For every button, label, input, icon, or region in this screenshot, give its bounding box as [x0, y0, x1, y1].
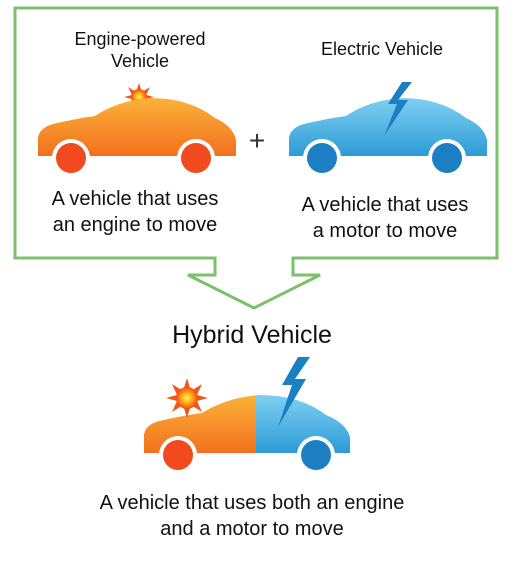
engine-vehicle-title-line2: Vehicle [110, 51, 170, 71]
electric-vehicle-title: Electric Vehicle [320, 39, 444, 59]
engine-spark-icon [166, 378, 208, 418]
hybrid-desc-line1: A vehicle that uses both an engine [99, 492, 405, 514]
engine-vehicle-description: A vehicle that uses an engine to move [10, 186, 260, 238]
hybrid-vehicle-description: A vehicle that uses both an engine and a… [0, 490, 504, 542]
hybrid-car-icon [144, 357, 350, 474]
electric-car-icon [289, 82, 487, 177]
plus-sign: + [248, 125, 266, 156]
hybrid-vehicle-title: Hybrid Vehicle [172, 321, 332, 349]
engine-vehicle-title: Engine-powered Vehicle [40, 28, 240, 72]
electric-desc-line2: a motor to move [312, 220, 458, 242]
comparison-frame [13, 6, 499, 310]
engine-desc-line1: A vehicle that uses [51, 188, 219, 210]
lightning-bolt-icon [278, 357, 310, 427]
engine-vehicle-title-line1: Engine-powered [74, 29, 206, 49]
engine-desc-line2: an engine to move [52, 214, 218, 236]
lightning-bolt-icon [384, 82, 412, 136]
electric-desc-line1: A vehicle that uses [301, 194, 469, 216]
engine-car-icon [38, 83, 236, 177]
electric-vehicle-description: A vehicle that uses a motor to move [260, 192, 510, 244]
hybrid-desc-line2: and a motor to move [160, 518, 344, 540]
